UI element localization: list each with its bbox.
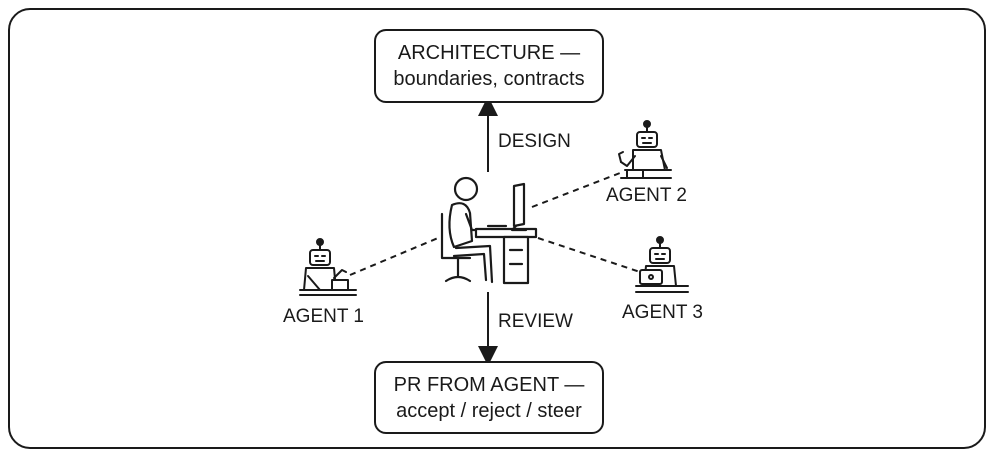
robot-at-laptop-icon bbox=[635, 236, 689, 293]
agent-connectors bbox=[349, 172, 641, 276]
robot-at-desk-icon bbox=[618, 120, 672, 179]
developer-at-desk-icon bbox=[440, 176, 538, 285]
connector-agent-2 bbox=[531, 172, 621, 208]
review-label: REVIEW bbox=[498, 311, 573, 332]
connector-agent-1 bbox=[349, 237, 439, 276]
agent-3-label: AGENT 3 bbox=[622, 302, 703, 323]
architecture-subtitle: boundaries, contracts bbox=[393, 68, 585, 90]
diagram-frame bbox=[8, 8, 986, 449]
pr-title: PR FROM AGENT — bbox=[393, 373, 585, 396]
robot-at-desk-icon bbox=[299, 238, 357, 296]
pr-subtitle: accept / reject / steer bbox=[396, 399, 582, 422]
agent-1-label: AGENT 1 bbox=[283, 306, 364, 327]
agent-2-label: AGENT 2 bbox=[606, 185, 687, 206]
architecture-title: ARCHITECTURE — bbox=[397, 42, 581, 64]
connector-agent-3 bbox=[537, 237, 641, 273]
design-label: DESIGN bbox=[498, 131, 571, 152]
pr-from-agent-box: PR FROM AGENT — accept / reject / steer bbox=[374, 361, 604, 434]
architecture-box: ARCHITECTURE — boundaries, contracts bbox=[374, 29, 604, 103]
